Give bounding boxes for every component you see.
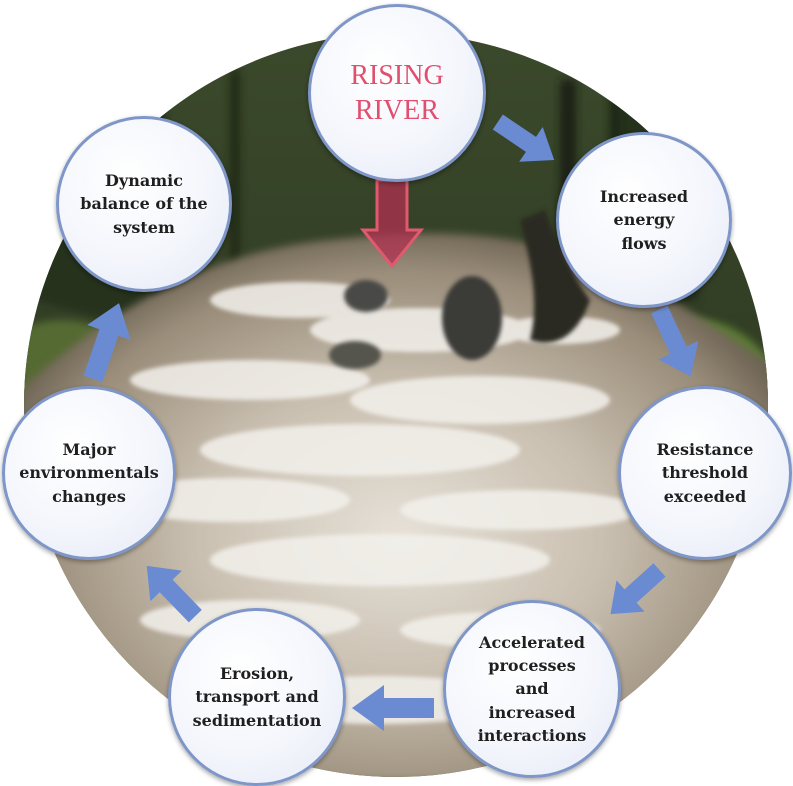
- node-major-environmentals-changes: Major environmentals changes: [2, 386, 176, 560]
- node-erosion-transport-sedimentation: Erosion, transport and sedimentation: [168, 608, 346, 786]
- node-major-environmentals-changes-label: Major environmentals changes: [19, 438, 159, 508]
- node-increased-energy-flows: Increased energy flows: [556, 132, 732, 308]
- node-rising-river: RISING RIVER: [308, 4, 486, 182]
- node-accelerated-processes-label: Accelerated processes and increased inte…: [478, 631, 587, 747]
- node-dynamic-balance-label: Dynamic balance of the system: [80, 169, 207, 239]
- node-erosion-transport-sedimentation-label: Erosion, transport and sedimentation: [193, 662, 322, 732]
- node-resistance-threshold-exceeded: Resistance threshold exceeded: [618, 386, 792, 560]
- node-rising-river-label: RISING RIVER: [350, 58, 443, 128]
- node-accelerated-processes: Accelerated processes and increased inte…: [443, 600, 621, 778]
- node-dynamic-balance: Dynamic balance of the system: [56, 116, 232, 292]
- node-increased-energy-flows-label: Increased energy flows: [600, 185, 688, 255]
- node-resistance-threshold-exceeded-label: Resistance threshold exceeded: [657, 438, 754, 508]
